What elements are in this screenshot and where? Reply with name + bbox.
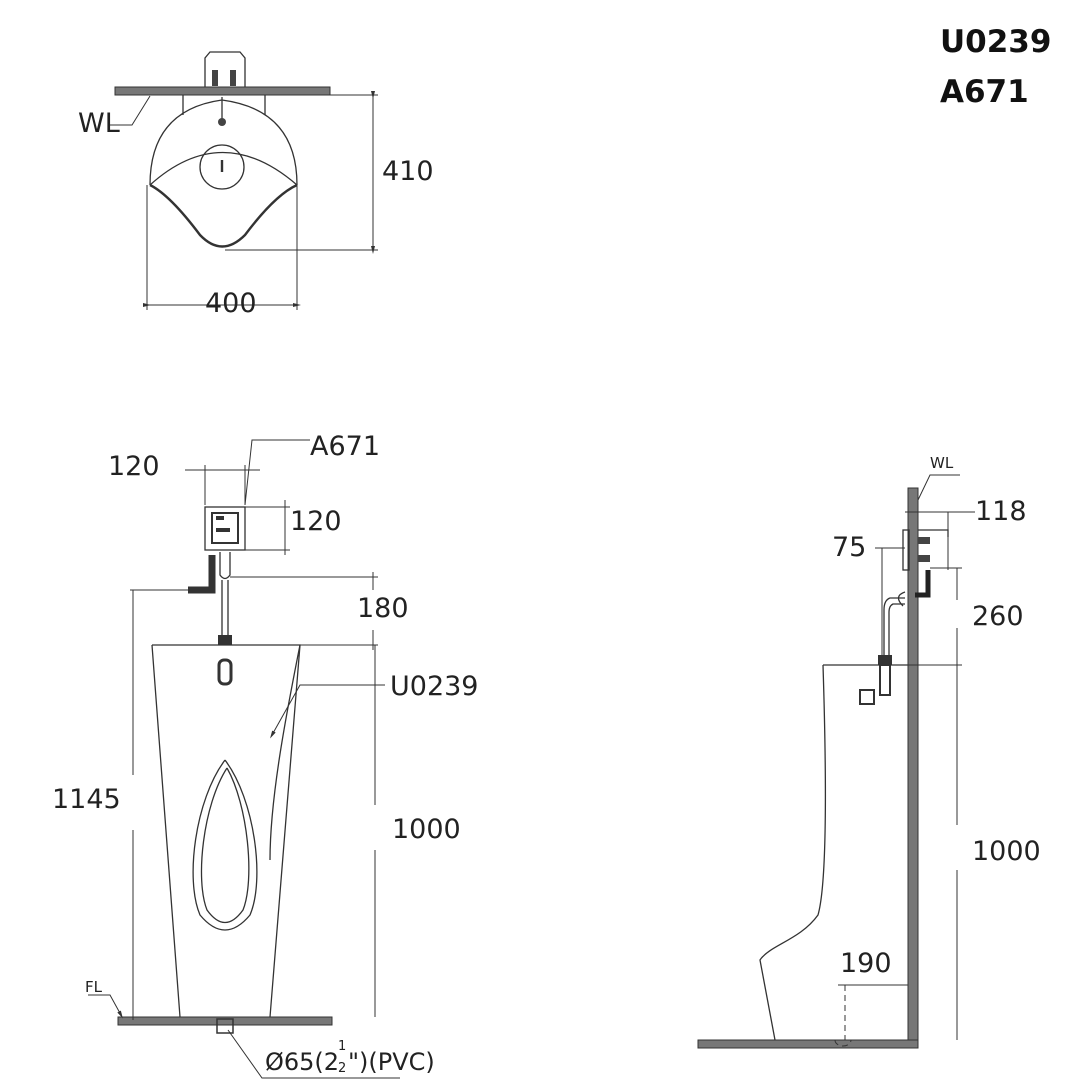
urinal-side-profile	[759, 664, 908, 1041]
dim-190: 190	[840, 948, 892, 979]
floor-side	[697, 1039, 919, 1049]
floor-front	[117, 1016, 333, 1026]
supply-pipe	[188, 555, 216, 594]
wall-top	[114, 86, 331, 96]
dim-180: 180	[357, 593, 409, 624]
sensor-box	[204, 506, 246, 551]
dim-1145: 1145	[52, 784, 121, 815]
dim-sensor-width: 120	[108, 451, 160, 482]
dim-410: 410	[382, 156, 434, 187]
dim-1000-front: 1000	[392, 814, 461, 845]
wall-level-label: WL	[78, 108, 120, 139]
urinal-opening	[192, 759, 258, 931]
sensor-label: A671	[310, 431, 380, 462]
svg-text:Ø65(2: Ø65(2	[265, 1048, 339, 1076]
dim-1000-side: 1000	[972, 836, 1041, 867]
svg-text:1: 1	[338, 1039, 346, 1054]
dim-75: 75	[832, 532, 866, 563]
side-view: WL 118 75 260 1000 190	[697, 454, 1041, 1049]
title-sensor-model: A671	[940, 74, 1029, 110]
dim-118: 118	[975, 496, 1027, 527]
dim-sensor-height: 120	[290, 506, 342, 537]
side-supply-pipe	[915, 570, 931, 598]
wall-side	[907, 487, 919, 1046]
title-urinal-model: U0239	[940, 24, 1051, 60]
bowl-outline	[149, 99, 298, 186]
dim-260: 260	[972, 601, 1024, 632]
drain-label: Ø65(2 1 2 ")(PVC)	[265, 1039, 435, 1076]
drain-circle	[199, 144, 245, 190]
top-view: 410 400 WL	[78, 51, 434, 319]
urinal-label: U0239	[390, 671, 478, 702]
sensor-bracket	[204, 51, 246, 87]
side-wall-level-label: WL	[930, 454, 954, 472]
urinal-body	[151, 644, 301, 1018]
svg-text:2: 2	[338, 1061, 346, 1076]
floor-level-label: FL	[85, 978, 103, 996]
svg-text:")(PVC): ")(PVC)	[348, 1048, 435, 1076]
dim-400: 400	[205, 288, 257, 319]
front-view: 120 A671 120 180 1145 1000 U0239 FL Ø65(…	[52, 431, 478, 1079]
